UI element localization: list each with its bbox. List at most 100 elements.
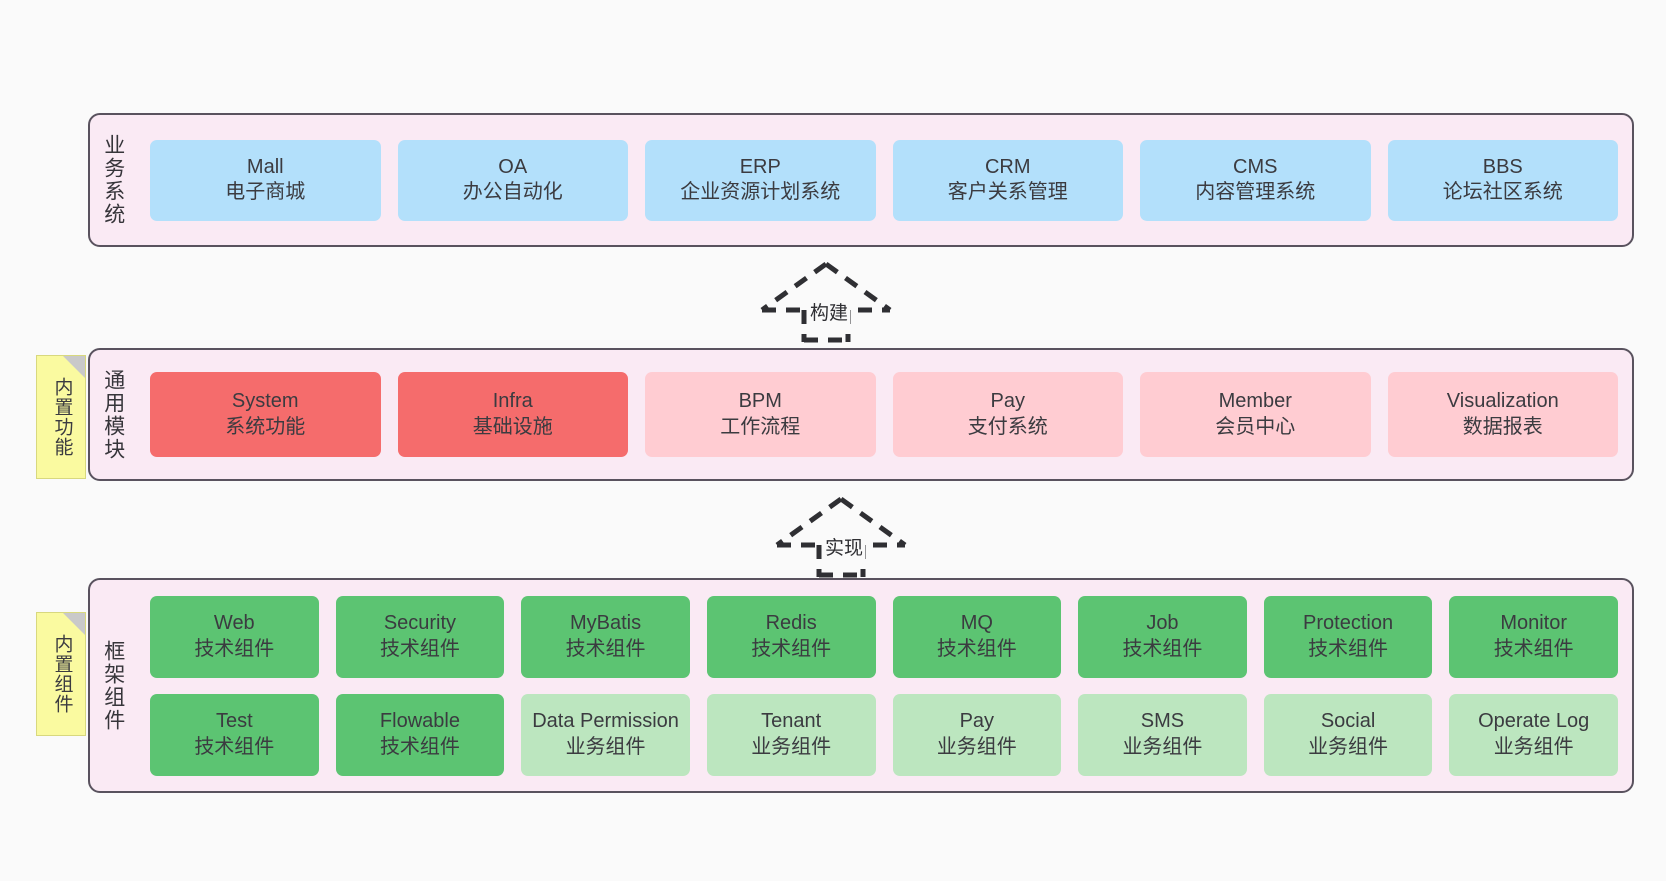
card-redis[interactable]: Redis 技术组件 (706, 595, 876, 678)
arrowhead-right-edge (839, 496, 907, 548)
note-builtin-features[interactable]: 内置功能 (36, 355, 86, 479)
note-label: 内置功能 (51, 377, 73, 457)
connector-build: 构建 (760, 261, 892, 343)
card-title: ERP (739, 155, 781, 178)
card-erp[interactable]: ERP 企业资源计划系统 (645, 139, 876, 221)
card-oa[interactable]: OA 办公自动化 (397, 139, 628, 221)
card-data-permission[interactable]: Data Permission 业务组件 (521, 693, 690, 776)
layer-business-body: Mall 电子商城 OA 办公自动化 ERP 企业资源计划系统 CRM 客户关系… (136, 115, 1632, 245)
card-subtitle: 基础设施 (472, 415, 553, 438)
layer-business-systems: 业务系统 Mall 电子商城 OA 办公自动化 ERP 企业资源计划系统 CRM… (88, 113, 1634, 247)
card-subtitle: 技术组件 (936, 637, 1017, 660)
card-social[interactable]: Social 业务组件 (1263, 693, 1433, 776)
card-subtitle: 业务组件 (1493, 735, 1574, 758)
folded-corner-icon (63, 613, 85, 635)
layer-common-body: System 系统功能 Infra 基础设施 BPM 工作流程 Pay 支付系统… (136, 350, 1632, 479)
card-subtitle: 技术组件 (1493, 637, 1574, 660)
card-infra[interactable]: Infra 基础设施 (397, 372, 628, 457)
card-subtitle: 业务组件 (1308, 735, 1389, 758)
card-title: Member (1218, 390, 1292, 413)
card-flowable[interactable]: Flowable 技术组件 (335, 693, 505, 776)
card-subtitle: 系统功能 (225, 415, 306, 438)
card-operate-log[interactable]: Operate Log 业务组件 (1449, 693, 1618, 776)
arrowhead-left-edge (775, 496, 843, 548)
card-subtitle: 技术组件 (194, 735, 275, 758)
card-title: CMS (1233, 155, 1278, 178)
card-pay-module[interactable]: Pay 支付系统 (892, 372, 1123, 457)
card-subtitle: 客户关系管理 (947, 181, 1068, 203)
card-bbs[interactable]: BBS 论坛社区系统 (1387, 139, 1618, 221)
connector-build-label: 构建 (808, 298, 851, 325)
row-business: Mall 电子商城 OA 办公自动化 ERP 企业资源计划系统 CRM 客户关系… (150, 139, 1618, 221)
card-cms[interactable]: CMS 内容管理系统 (1140, 139, 1371, 221)
arrowhead-left-edge (760, 261, 828, 313)
card-subtitle: 技术组件 (194, 637, 275, 660)
card-mq[interactable]: MQ 技术组件 (892, 595, 1062, 678)
card-security[interactable]: Security 技术组件 (335, 595, 505, 678)
folded-corner-icon (63, 356, 85, 378)
arrowhead-right-edge (824, 261, 892, 313)
card-title: Web (213, 612, 255, 635)
card-title: Social (1320, 710, 1376, 733)
card-subtitle: 内容管理系统 (1195, 181, 1316, 203)
layer-common-modules: 通用模块 System 系统功能 Infra 基础设施 BPM 工作流程 Pay… (88, 348, 1634, 481)
card-title: Visualization (1446, 390, 1559, 413)
card-title: Pay (959, 710, 995, 733)
card-monitor[interactable]: Monitor 技术组件 (1449, 595, 1618, 678)
card-title: Flowable (379, 710, 460, 733)
card-subtitle: 业务组件 (936, 735, 1017, 758)
card-subtitle: 业务组件 (1122, 735, 1203, 758)
card-subtitle: 技术组件 (751, 637, 832, 660)
card-title: BBS (1482, 155, 1523, 178)
card-crm[interactable]: CRM 客户关系管理 (892, 139, 1123, 221)
card-title: Test (215, 710, 253, 733)
card-title: SMS (1140, 710, 1185, 733)
card-sms[interactable]: SMS 业务组件 (1078, 693, 1247, 776)
card-title: Operate Log (1478, 710, 1590, 733)
card-title: OA (498, 155, 528, 178)
card-bpm[interactable]: BPM 工作流程 (645, 372, 876, 457)
card-tenant[interactable]: Tenant 业务组件 (706, 693, 876, 776)
layer-framework-body: Web 技术组件 Security 技术组件 MyBatis 技术组件 Redi… (136, 580, 1632, 791)
card-title: System (231, 390, 299, 413)
card-subtitle: 技术组件 (1122, 637, 1203, 660)
card-test[interactable]: Test 技术组件 (150, 693, 319, 776)
note-builtin-components[interactable]: 内置组件 (36, 612, 86, 736)
card-subtitle: 业务组件 (565, 735, 646, 758)
layer-framework-title: 框架组件 (101, 639, 125, 732)
card-pay-component[interactable]: Pay 业务组件 (892, 693, 1062, 776)
card-title: Redis (765, 612, 817, 635)
connector-realize-label: 实现 (823, 533, 866, 560)
card-title: MQ (960, 612, 993, 635)
card-title: Protection (1303, 612, 1394, 635)
card-title: Mall (246, 155, 284, 178)
card-protection[interactable]: Protection 技术组件 (1263, 595, 1433, 678)
card-mall[interactable]: Mall 电子商城 (150, 139, 381, 221)
card-member[interactable]: Member 会员中心 (1140, 372, 1371, 457)
layer-business-title: 业务系统 (101, 134, 125, 226)
card-subtitle: 技术组件 (379, 735, 460, 758)
card-title: Infra (492, 390, 533, 413)
card-visualization[interactable]: Visualization 数据报表 (1387, 372, 1618, 457)
card-subtitle: 论坛社区系统 (1442, 181, 1563, 203)
card-subtitle: 业务组件 (751, 735, 832, 758)
card-subtitle: 数据报表 (1462, 415, 1543, 438)
card-title: Monitor (1500, 612, 1568, 635)
layer-common-title: 通用模块 (101, 368, 125, 461)
card-web[interactable]: Web 技术组件 (150, 595, 319, 678)
layer-framework-components: 框架组件 Web 技术组件 Security 技术组件 MyBatis 技术组件… (88, 578, 1634, 793)
card-title: Security (383, 612, 457, 635)
row-common: System 系统功能 Infra 基础设施 BPM 工作流程 Pay 支付系统… (150, 372, 1618, 457)
card-job[interactable]: Job 技术组件 (1078, 595, 1247, 678)
card-title: Data Permission (532, 710, 679, 733)
card-mybatis[interactable]: MyBatis 技术组件 (521, 595, 690, 678)
card-subtitle: 电子商城 (225, 181, 306, 203)
card-title: CRM (984, 155, 1031, 178)
card-title: MyBatis (570, 612, 642, 635)
card-title: Tenant (761, 710, 822, 733)
card-subtitle: 技术组件 (379, 637, 460, 660)
card-system[interactable]: System 系统功能 (150, 372, 381, 457)
card-title: Pay (990, 390, 1025, 413)
card-title: BPM (738, 390, 782, 413)
